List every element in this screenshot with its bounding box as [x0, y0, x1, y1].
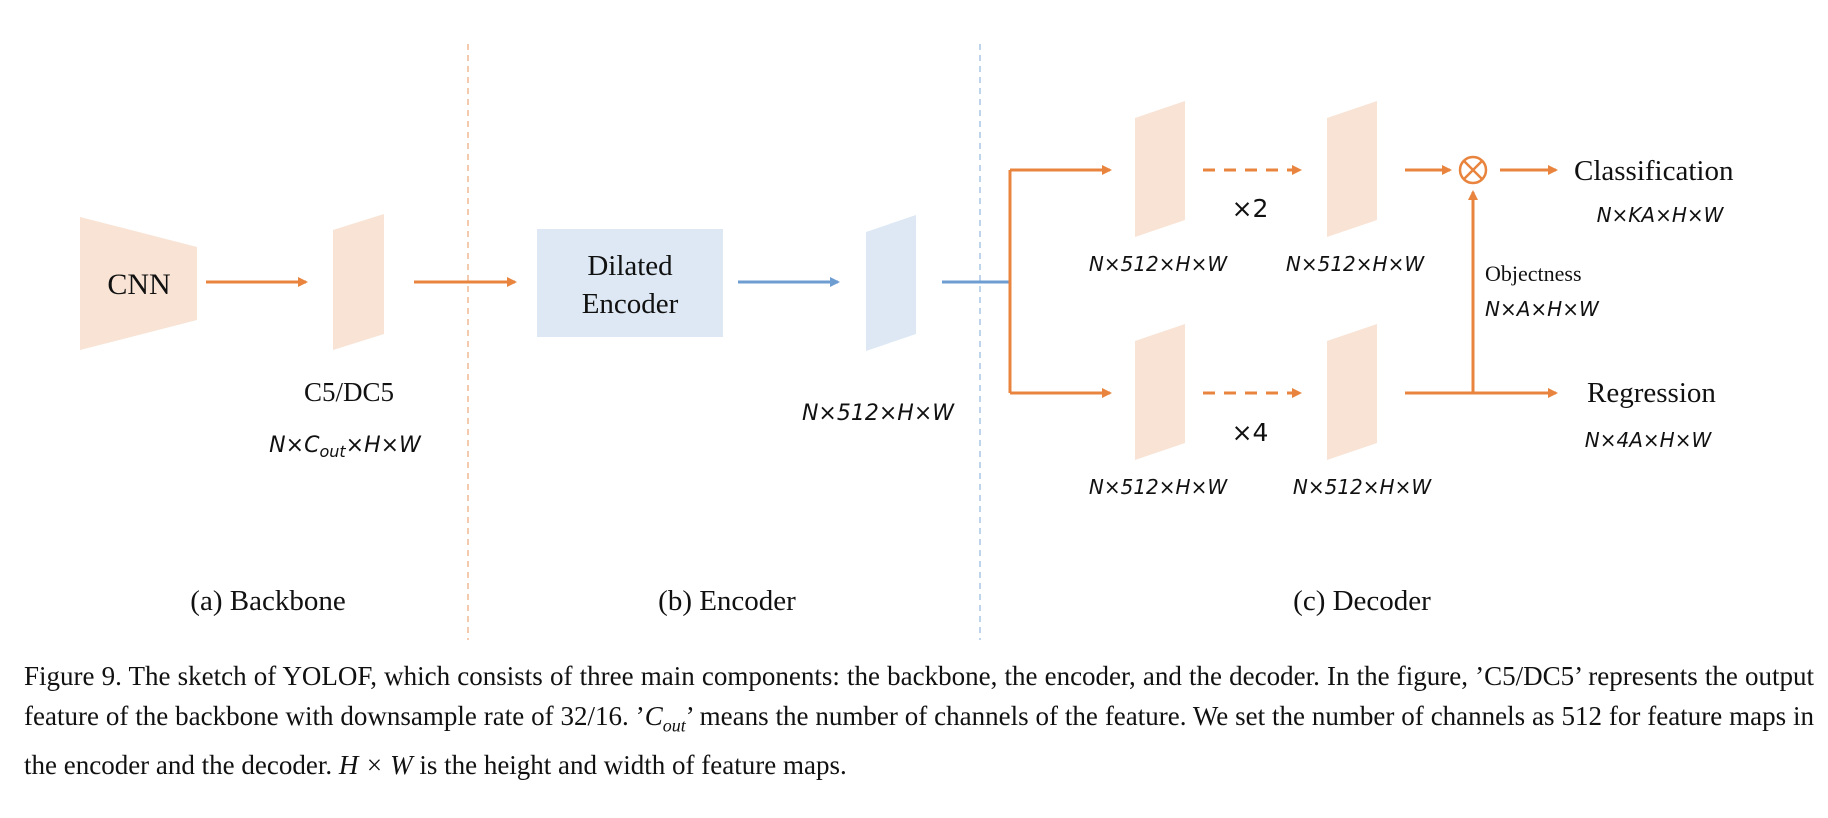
- caption-text-1: Figure 9. The sketch of YOLOF, which con…: [24, 661, 1814, 731]
- objectness-label: Objectness: [1485, 261, 1582, 286]
- reg-feature-out-shape: N×512×H×W: [1293, 475, 1432, 499]
- caption-math-cout: Cout: [644, 701, 686, 736]
- caption-text-3: is the height and width of feature maps.: [412, 750, 847, 781]
- c5-feature-name: C5/DC5: [304, 377, 394, 407]
- c5-feature-map: [333, 214, 384, 350]
- classification-label: Classification: [1574, 155, 1734, 187]
- reg-feature-in-shape: N×512×H×W: [1089, 475, 1228, 499]
- cnn-block: [80, 217, 197, 350]
- dilated-encoder-label-line2: Encoder: [582, 288, 679, 320]
- encoder-feature-map: [866, 215, 916, 351]
- figure-caption: Figure 9. The sketch of YOLOF, which con…: [24, 656, 1814, 785]
- regression-label: Regression: [1587, 377, 1716, 409]
- c5-feature-shape: N×Cout×H×W: [269, 433, 422, 461]
- encoder-section-label: (b) Encoder: [658, 585, 796, 617]
- cls-repeat-label: ×2: [1232, 194, 1269, 223]
- cls-feature-map-in: [1135, 101, 1185, 237]
- multiply-icon: [1458, 155, 1488, 185]
- reg-feature-map-out: [1327, 324, 1377, 460]
- reg-feature-map-in: [1135, 324, 1185, 460]
- cls-feature-map-out: [1327, 101, 1377, 237]
- cls-feature-out-shape: N×512×H×W: [1286, 252, 1425, 276]
- caption-text-2: ’ means the number of channels of the fe…: [24, 701, 1814, 781]
- encoder-output-shape: N×512×H×W: [802, 401, 955, 426]
- decoder-section-label: (c) Decoder: [1293, 585, 1431, 617]
- dilated-encoder-label-line1: Dilated: [587, 250, 673, 282]
- reg-repeat-label: ×4: [1232, 418, 1269, 447]
- cls-feature-in-shape: N×512×H×W: [1089, 252, 1228, 276]
- classification-shape: N×KA×H×W: [1597, 203, 1725, 227]
- caption-math-hw: H × W: [338, 750, 413, 781]
- yolof-architecture-diagram: CNN C5/DC5 N×Cout×H×W (a) Backbone Dilat…: [80, 44, 1734, 640]
- backbone-section-label: (a) Backbone: [190, 585, 345, 617]
- objectness-shape: N×A×H×W: [1485, 297, 1600, 321]
- dilated-encoder-block: [537, 229, 723, 337]
- cnn-label: CNN: [107, 268, 170, 301]
- multiply-icon-cross-2: [1463, 160, 1483, 180]
- regression-shape: N×4A×H×W: [1585, 428, 1713, 452]
